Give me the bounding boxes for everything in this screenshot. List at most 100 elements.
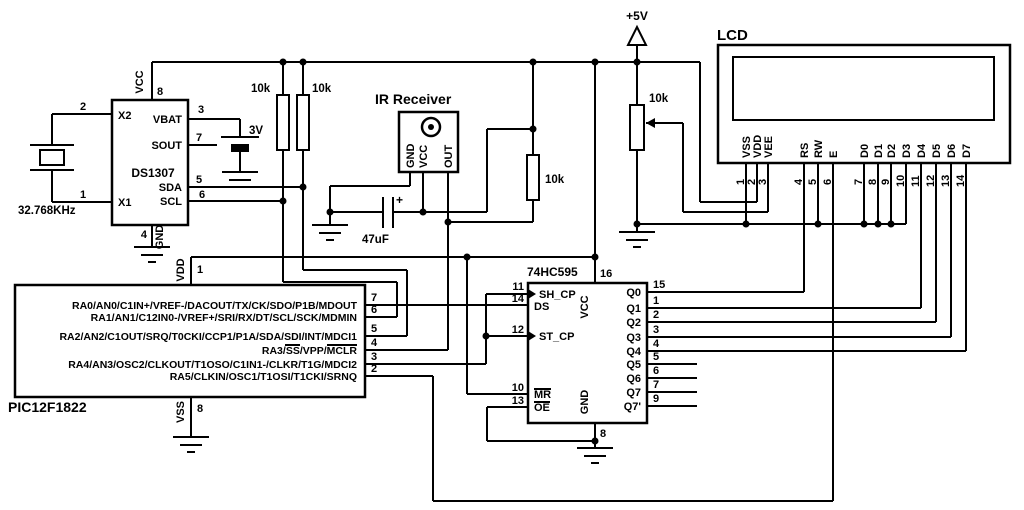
schematic-shape <box>874 220 882 228</box>
lcd-module: LCD VSS VDD VEE RS RW E D0 D1 D2 D3 D4 D… <box>716 27 1012 187</box>
sr595-q7s-label: Q7' <box>624 401 642 413</box>
lcd-pin-vee-label: VEE <box>763 136 775 158</box>
ground-symbol-ir <box>312 224 348 241</box>
sr595-q7s-num: 9 <box>653 393 659 405</box>
schematic-shape <box>526 281 649 425</box>
sr595-q5-num: 5 <box>653 351 659 363</box>
schematic-shape <box>13 283 367 399</box>
schematic-shape <box>444 218 452 226</box>
schematic-shape <box>626 24 648 46</box>
ground-symbol-ds1307 <box>134 246 170 263</box>
lcd-pin-d0-label: D0 <box>859 144 871 158</box>
battery-value: 3V <box>249 125 263 137</box>
lcd-pin-d0-num: 7 <box>853 179 865 185</box>
pic-row-ra3: RA3/SS/VPP/MCLR <box>262 345 358 357</box>
ds1307-scl-num: 6 <box>199 189 205 201</box>
schematic-shape <box>299 58 307 66</box>
sr595-q0-num: 15 <box>653 279 665 291</box>
schematic-shape <box>529 58 537 66</box>
resistor-pullup-ir: 10k <box>526 154 565 201</box>
net-q-outputs <box>647 163 967 407</box>
lcd-display-area <box>732 56 995 121</box>
pic-vss-label: VSS <box>175 401 187 423</box>
lcd-pin-d1-label: D1 <box>873 144 885 158</box>
sr595-shcp-label: SH_CP <box>539 289 576 301</box>
lcd-pin-vss-label: VSS <box>741 136 753 158</box>
ground-symbol-pot <box>619 231 655 248</box>
ds1307-scl-label: SCL <box>160 196 182 208</box>
ds1307-name: DS1307 <box>131 166 175 180</box>
pic-row-ra2: RA2/AN2/C1OUT/SRQ/T0CKI/CCP1/P1A/SDA/SDI… <box>59 331 357 343</box>
lcd-pin-d5-num: 12 <box>925 175 937 187</box>
lcd-pin-d3-num: 10 <box>895 175 907 187</box>
lcd-title: LCD <box>717 27 748 44</box>
ds1307-x1-label: X1 <box>118 197 131 209</box>
lcd-pin-d7-label: D7 <box>961 144 973 158</box>
pic-pin5-num: 5 <box>371 323 377 335</box>
lcd-pin-d1-num: 8 <box>867 179 879 185</box>
schematic-shape <box>591 253 599 261</box>
schematic-shape <box>742 220 750 228</box>
schematic-shape <box>279 197 287 205</box>
schematic-shape <box>814 220 822 228</box>
crystal-32khz: 32.768KHz 2 1 <box>18 101 86 217</box>
lcd-pin-vee-num: 3 <box>757 179 769 185</box>
ic-74hc595: 74HC595 SH_CP DS ST_CP MR OE 11 14 12 10… <box>512 265 666 440</box>
capacitor-47uf: + 47uF <box>362 193 403 246</box>
net-ir-receiver <box>329 62 534 351</box>
schematic-shape <box>296 94 310 151</box>
pic-vss-num: 8 <box>197 403 203 415</box>
lcd-pin-d5-label: D5 <box>931 144 943 158</box>
ds1307-sda-num: 5 <box>196 174 202 186</box>
schematic-shape <box>591 58 599 66</box>
lcd-pin-d2-label: D2 <box>886 144 898 158</box>
pic-pin2-num: 2 <box>371 363 377 375</box>
ds1307-vcc-label: VCC <box>134 70 146 93</box>
lcd-pin-e-label: E <box>828 151 840 158</box>
junction-dots <box>279 58 895 445</box>
ds1307-vbat-label: VBAT <box>153 114 182 126</box>
sr595-q3-label: Q3 <box>626 332 641 344</box>
lcd-pin-d2-num: 9 <box>880 179 892 185</box>
sr595-q4-num: 4 <box>653 338 660 350</box>
lcd-pin-vdd-label: VDD <box>752 135 764 158</box>
ir-vcc-label: VCC <box>418 145 430 168</box>
battery-3v: 3V <box>221 125 263 152</box>
sr595-q7-label: Q7 <box>626 387 641 399</box>
sr595-ds-label: DS <box>534 301 549 313</box>
lcd-pin-rw-num: 5 <box>807 179 819 185</box>
ds1307-vcc-num: 8 <box>157 86 163 98</box>
schematic-shape <box>633 58 641 66</box>
pic-pin3-num: 3 <box>371 351 377 363</box>
lcd-pin-e-num: 6 <box>822 179 834 185</box>
sr595-mr-num: 10 <box>512 382 524 394</box>
resistor-pullup-scl: 10k <box>251 83 290 151</box>
capacitor-value: 47uF <box>362 234 389 246</box>
schematic-shape <box>276 94 290 151</box>
schematic-shape <box>629 104 645 151</box>
pic-row-ra5: RA5/CLKIN/OSC1/T1OSI/T1CKI/SRNQ <box>170 371 357 383</box>
schematic-shape <box>529 125 537 133</box>
pic-row-ra1: RA1/AN1/C12IN0-/VREF+/SRI/RX/DT/SCL/SCK/… <box>91 312 357 324</box>
lcd-pin-d6-label: D6 <box>946 144 958 158</box>
schematic-shape <box>419 208 427 216</box>
sr595-oe-num: 13 <box>512 395 524 407</box>
crystal-pin1-num: 1 <box>80 189 86 201</box>
pic-row-ra0: RA0/AN0/C1IN+/VREF-/DACOUT/TX/CK/SDO/P1B… <box>72 300 358 312</box>
sr595-q6-num: 6 <box>653 365 659 377</box>
sr595-q0-label: Q0 <box>626 287 641 299</box>
ds1307-gnd-label: GND <box>154 225 166 250</box>
lcd-pin-vss-num: 1 <box>735 179 747 185</box>
net-5v-rail <box>151 45 758 283</box>
clock-triangle-stcp-icon <box>528 331 536 341</box>
lcd-pin-vdd-num: 2 <box>746 179 758 185</box>
sr595-gnd-label: GND <box>579 390 591 415</box>
ground-symbol-battery <box>222 171 258 188</box>
pic-name: PIC12F1822 <box>8 399 87 415</box>
pic-pin6-num: 6 <box>371 304 377 316</box>
ground-symbol-pic <box>173 436 209 453</box>
ground-symbol-595 <box>577 447 613 464</box>
schematic-shape <box>860 220 868 228</box>
net-crystal <box>51 113 112 203</box>
ir-gnd-label: GND <box>405 144 417 169</box>
